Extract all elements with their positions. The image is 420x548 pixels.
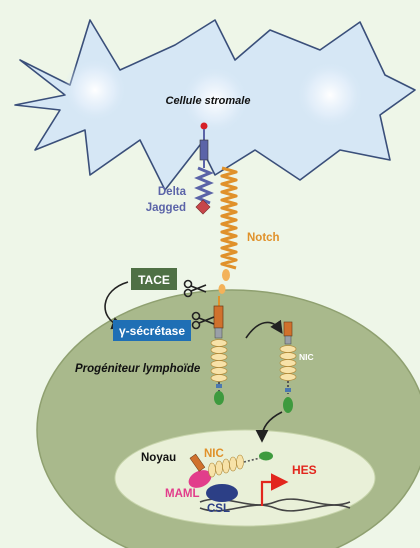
delta-label: Delta — [158, 186, 187, 198]
tace-box — [131, 268, 177, 290]
gamma-secretase-label: γ-sécrétase — [119, 324, 185, 338]
delta-jagged-ligand — [194, 122, 214, 215]
notch-label: Notch — [247, 232, 280, 244]
nic-label-released: NIC — [299, 352, 314, 362]
release-arrow — [245, 319, 283, 339]
tace-label: TACE — [138, 273, 170, 287]
progenitor-label: Progéniteur lymphoïde — [75, 363, 201, 375]
hes-transcription-arrow — [260, 473, 289, 506]
nic-released — [279, 321, 297, 413]
csl-label: CSL — [207, 503, 230, 515]
stromal-cells — [14, 19, 416, 191]
stromal-nucleus-glow-1 — [63, 58, 127, 122]
transcription-complex — [188, 451, 351, 512]
hes-label: HES — [292, 463, 317, 477]
maml-label: MAML — [165, 488, 200, 500]
stromal-nucleus-glow-3 — [296, 61, 364, 129]
nic-label-nucleus: NIC — [204, 448, 224, 460]
stromal-cell-label: Cellule stromale — [166, 95, 251, 107]
secretase-box — [113, 320, 191, 341]
nucleus — [114, 429, 376, 527]
jagged-label: Jagged — [146, 202, 186, 214]
scissors-icon — [191, 311, 215, 330]
nucleus-label: Noyau — [141, 452, 176, 464]
notch-receptor — [213, 166, 238, 339]
nic-attached — [210, 339, 228, 405]
scissors-icon — [183, 279, 207, 298]
stromal-nucleus-glow-2 — [181, 66, 249, 134]
translocation-arrow — [255, 411, 283, 443]
